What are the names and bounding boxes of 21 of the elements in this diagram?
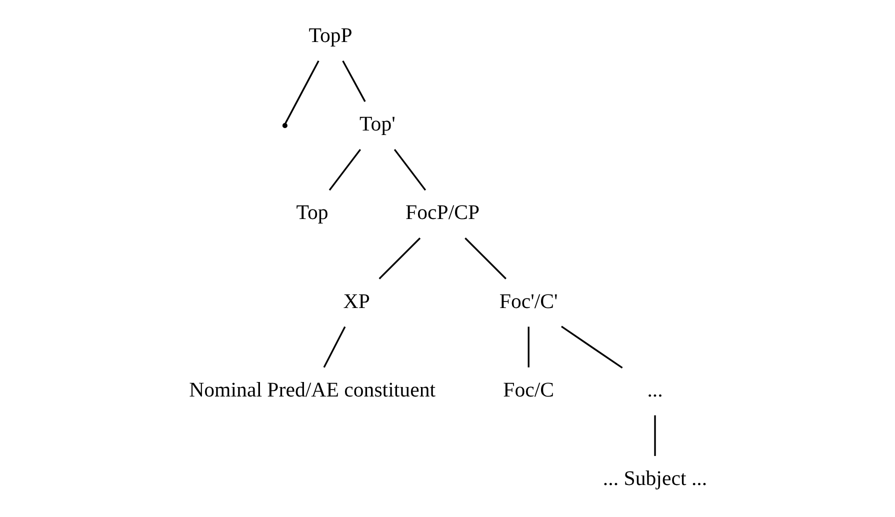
connector [528, 326, 530, 368]
node-text: Nominal Pred/AE constituent [189, 377, 436, 402]
connector [328, 148, 362, 191]
node-text: Foc/C [503, 377, 554, 402]
node-text: ... Subject ... [602, 466, 708, 490]
connector [284, 60, 320, 124]
node-text: FocP/CP [406, 200, 480, 224]
node-text: Top' [360, 112, 396, 136]
connector [323, 326, 346, 368]
connector [342, 60, 366, 102]
node-text: ... [647, 377, 663, 402]
connector [378, 238, 421, 280]
connector [464, 238, 506, 280]
node-text: Foc'/C' [499, 288, 558, 313]
node-point [282, 123, 288, 128]
node-text: XP [343, 288, 370, 313]
node-text: TopP [308, 22, 352, 47]
connector [394, 148, 426, 191]
connector [654, 415, 656, 456]
node-text: Top [296, 200, 328, 224]
connector [561, 326, 623, 369]
